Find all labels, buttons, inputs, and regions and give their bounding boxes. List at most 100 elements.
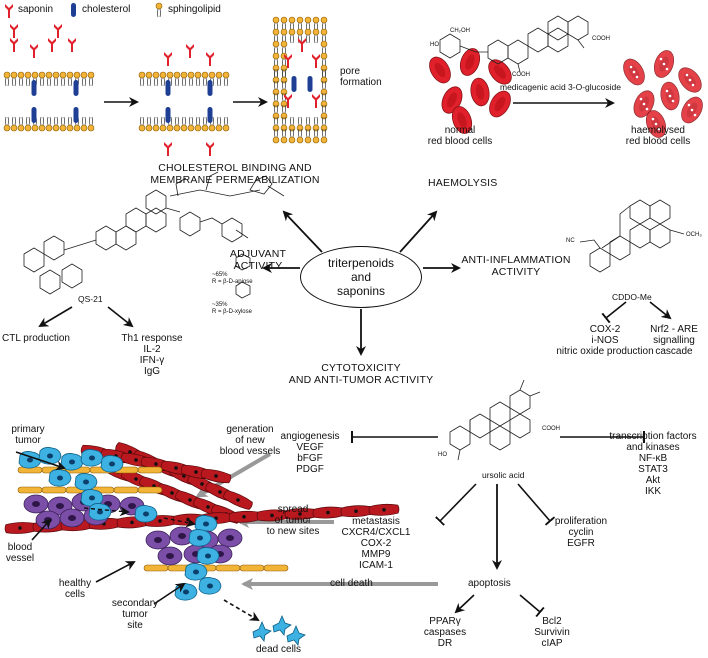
vessel-cell bbox=[4, 521, 36, 535]
panel1-saponin bbox=[68, 38, 76, 52]
ursolic-cooh: COOH bbox=[542, 426, 560, 432]
chem-cooh-2: COOH bbox=[512, 72, 530, 78]
inhibit-metastasis bbox=[435, 483, 477, 526]
legend-sphingolipid-label: sphingolipid bbox=[168, 4, 221, 15]
membrane-hole bbox=[639, 97, 643, 101]
dead-cells-label: dead cells bbox=[256, 644, 302, 655]
legend-saponin-label: saponin bbox=[18, 4, 54, 15]
tumor-cell bbox=[80, 448, 104, 467]
activity-membrane: CHOLESTEROL BINDING AND MEMBRANE PERMEAB… bbox=[150, 162, 320, 186]
panel3-cholesterol bbox=[307, 76, 313, 92]
arrow-to-th1 bbox=[107, 306, 134, 328]
membrane-hole bbox=[662, 62, 666, 66]
spread-label: spread of tumor to new sites bbox=[266, 504, 320, 537]
angiogenesis-targets: angiogenesis VEGF bFGF PDGF bbox=[280, 431, 340, 475]
cddo-nc: NC bbox=[566, 238, 575, 244]
panel1-cholesterol-bottom bbox=[73, 107, 79, 123]
panel2-lipid-top bbox=[201, 71, 209, 87]
membrane-hole bbox=[629, 65, 633, 69]
blood-vessel-label: blood vessel bbox=[5, 542, 35, 564]
panel2-lipid-bottom bbox=[222, 116, 230, 132]
panel1-lipid-bottom bbox=[24, 116, 32, 132]
medicagenic-acid-structure bbox=[439, 15, 589, 73]
panel1-saponin bbox=[10, 24, 18, 38]
ursolic-acid-structure bbox=[449, 379, 541, 461]
panel3-lipid bbox=[288, 116, 296, 132]
proliferation-targets: proliferation cyclin EGFR bbox=[554, 516, 608, 549]
pointer-healthy-cells bbox=[95, 561, 136, 583]
healthy-cell bbox=[157, 546, 183, 566]
panel1-lipid-top bbox=[52, 71, 60, 87]
nrf2-are: Nrf2 - ARE signalling cascade bbox=[650, 324, 698, 357]
chem-cooh-1: COOH bbox=[592, 36, 610, 42]
transcription-targets: transcription factors and kinases NF-κB … bbox=[609, 431, 697, 497]
panel3-lipid bbox=[296, 116, 304, 132]
panel2-lipid-top bbox=[159, 71, 167, 87]
tumor-cell bbox=[74, 472, 98, 491]
panel3-lipid bbox=[288, 28, 296, 44]
cell-death-label: cell death bbox=[330, 578, 373, 589]
panel3-lipid bbox=[312, 28, 320, 44]
ctl-production: CTL production bbox=[2, 333, 70, 344]
panel2-cholesterol-top bbox=[207, 80, 213, 96]
panel1-saponin bbox=[30, 44, 38, 58]
panel1-cholesterol-top bbox=[31, 80, 37, 96]
panel3-saponin bbox=[312, 54, 320, 68]
healthy-cell bbox=[35, 510, 61, 530]
stroma-cell bbox=[215, 564, 241, 572]
dead-cell bbox=[272, 614, 292, 636]
cddo-och3: OCH₃ bbox=[686, 232, 702, 238]
haemolysed-rbc-cluster bbox=[618, 47, 708, 141]
membrane-hole bbox=[685, 73, 689, 77]
stroma-cell bbox=[263, 564, 289, 572]
vessel-cell bbox=[368, 503, 400, 517]
arrow-to-membrane bbox=[282, 210, 323, 253]
membrane-hole bbox=[665, 67, 669, 71]
panel2-lipid-bottom bbox=[159, 116, 167, 132]
dashed-migration-1 bbox=[83, 506, 130, 517]
panel2-lipid-top bbox=[145, 71, 153, 87]
healthy-cells-label: healthy cells bbox=[58, 578, 92, 600]
membrane-hole bbox=[691, 83, 695, 87]
inhibit-bcl2 bbox=[519, 594, 545, 618]
panel1-lipid-top bbox=[24, 71, 32, 87]
membrane-panel-1 bbox=[3, 24, 95, 132]
ursolic-acid-label: ursolic acid bbox=[482, 470, 525, 480]
panel2-lipid-bottom bbox=[215, 116, 223, 132]
panel3-lipid bbox=[312, 116, 320, 132]
normal-rbc-label: normal red blood cells bbox=[427, 125, 493, 147]
panel2-saponin bbox=[164, 142, 172, 156]
panel3-saponin bbox=[298, 38, 306, 52]
panel1-lipid-top bbox=[59, 71, 67, 87]
stroma-cell bbox=[113, 486, 139, 494]
compound-name: medicagenic acid 3-O-glucoside bbox=[500, 82, 621, 92]
normal-rbc bbox=[424, 52, 456, 88]
pointer-primary-tumor bbox=[15, 451, 66, 471]
normal-rbc bbox=[456, 45, 484, 79]
panel2-lipid-top bbox=[215, 71, 223, 87]
tumor-cell bbox=[188, 528, 212, 547]
membrane-panel-2 bbox=[138, 44, 230, 156]
panel2-saponin bbox=[206, 52, 214, 66]
dead-cell bbox=[286, 624, 306, 646]
dead-cell bbox=[252, 620, 272, 642]
activity-antiinflammation: ANTI-INFLAMMATION ACTIVITY bbox=[461, 254, 571, 278]
panel2-saponin bbox=[186, 44, 194, 58]
panel2-lipid-top bbox=[180, 71, 188, 87]
stroma-cell bbox=[137, 466, 163, 474]
panel2-lipid-bottom bbox=[173, 116, 181, 132]
legend-cholesterol-icon bbox=[71, 3, 76, 17]
normal-rbc bbox=[468, 76, 492, 108]
arrow-to-nrf2 bbox=[649, 301, 672, 320]
qs21-apiose-label: ~65% R = β-D-apiose bbox=[212, 272, 253, 285]
membrane-hole bbox=[671, 99, 675, 103]
panel2-lipid-bottom bbox=[201, 116, 209, 132]
panel2-lipid-top bbox=[222, 71, 230, 87]
healthy-cell bbox=[145, 530, 171, 550]
inhibit-cox2 bbox=[601, 301, 627, 324]
qs21-label: QS-21 bbox=[78, 294, 103, 304]
membrane-hole bbox=[690, 108, 694, 112]
anti-apoptotic-targets: Bcl2 Survivin cIAP bbox=[534, 616, 570, 649]
panel2-lipid-top bbox=[194, 71, 202, 87]
